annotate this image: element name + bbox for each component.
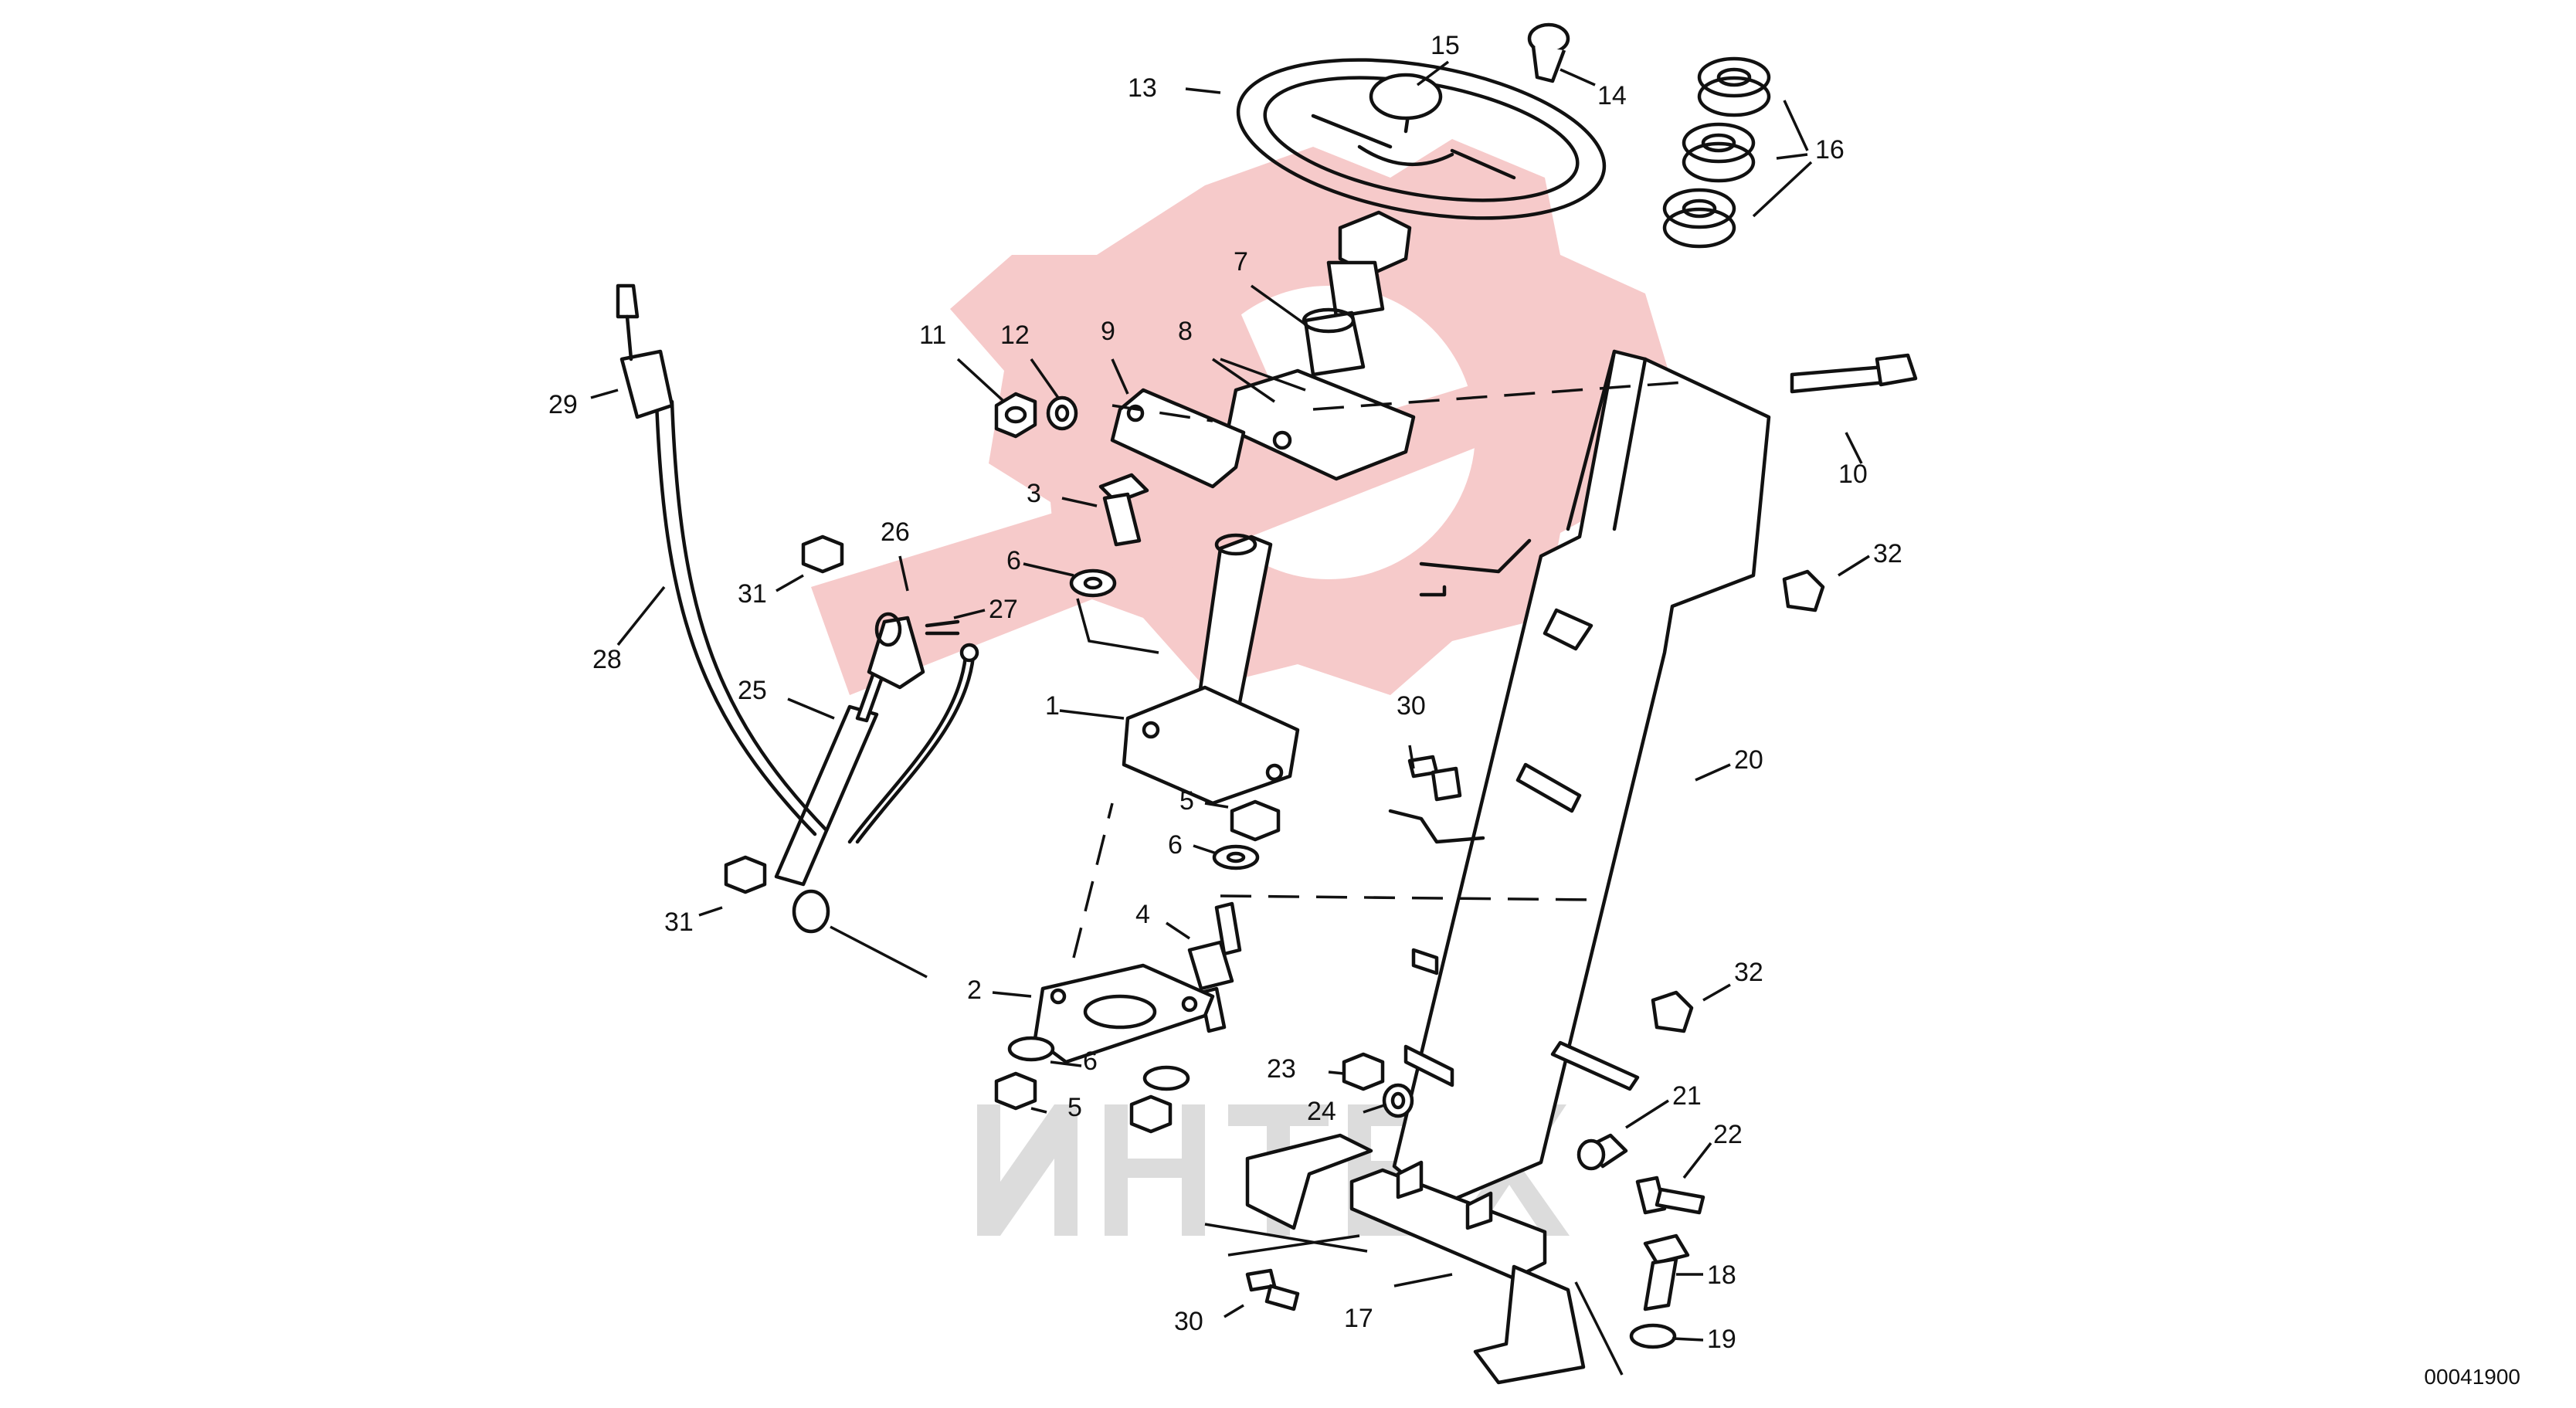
bolt-30-lower: [1245, 1268, 1300, 1311]
callout-28: 28: [592, 645, 622, 674]
callout-14: 14: [1597, 81, 1627, 110]
clip-32-upper: [1782, 569, 1825, 612]
shaft-coupling: [1302, 210, 1412, 377]
main-frame: [1388, 349, 1771, 1207]
callout-8: 8: [1178, 317, 1193, 346]
washer-6-upper: [1069, 568, 1117, 598]
mount-bracket: [1245, 1133, 1586, 1385]
callout-9: 9: [1101, 317, 1115, 346]
nuts-5-lower: [994, 1071, 1173, 1134]
callout-21: 21: [1672, 1081, 1702, 1111]
strap-plate: [1110, 388, 1246, 489]
drawing-code: 00041900: [2424, 1365, 2520, 1389]
callout-26: 26: [881, 517, 910, 547]
leader-lines: [590, 60, 1870, 1376]
nut-23: [1342, 1052, 1385, 1091]
callout-6-mid: 6: [1168, 830, 1183, 860]
callout-27: 27: [989, 595, 1018, 624]
callout-17: 17: [1344, 1304, 1373, 1333]
callout-12: 12: [1000, 321, 1030, 350]
clip-32-lower: [1651, 990, 1694, 1033]
washer-12: [1046, 395, 1078, 431]
bolt-3: [1098, 473, 1149, 547]
assembly-lines: [1072, 381, 1685, 958]
nut-31-upper: [801, 534, 844, 574]
bolt-10: [1790, 353, 1918, 394]
base-plate: [1033, 963, 1215, 1064]
gas-spring: [774, 662, 888, 934]
washer-24: [1382, 1083, 1414, 1118]
callout-30-lower: 30: [1174, 1307, 1203, 1336]
callout-10: 10: [1838, 460, 1868, 489]
pin-27: [925, 619, 960, 636]
callout-11: 11: [919, 321, 946, 350]
callout-5-lower: 5: [1067, 1093, 1082, 1122]
callout-20: 20: [1734, 745, 1763, 775]
bushing-21: [1576, 1133, 1628, 1171]
bushing-rings: [1662, 56, 1771, 249]
callout-5-upper: 5: [1179, 786, 1194, 816]
bolt-18: [1643, 1233, 1690, 1311]
callout-3: 3: [1027, 479, 1041, 508]
callout-31-upper: 31: [738, 579, 767, 609]
bolt-30-upper: [1407, 755, 1462, 802]
callout-23: 23: [1267, 1054, 1296, 1084]
callout-6-lower: 6: [1083, 1047, 1098, 1076]
callout-6-upper: 6: [1006, 546, 1021, 575]
callout-18: 18: [1707, 1260, 1736, 1290]
clevis-26: [867, 612, 925, 690]
callout-32-lower: 32: [1734, 958, 1763, 987]
callout-4: 4: [1135, 900, 1150, 929]
callout-29: 29: [548, 390, 578, 419]
washer-6-mid: [1212, 844, 1260, 870]
callout-22: 22: [1713, 1120, 1743, 1149]
callout-24: 24: [1307, 1097, 1336, 1126]
nut-11: [994, 392, 1037, 439]
callout-31-lower: 31: [664, 908, 694, 937]
callout-15: 15: [1431, 31, 1460, 60]
wheel-knob: [1527, 22, 1570, 83]
washers-6-lower: [1007, 1036, 1190, 1091]
nut-31-lower: [724, 855, 767, 894]
steering-column: [1122, 533, 1300, 806]
callout-7: 7: [1234, 247, 1248, 277]
callout-25: 25: [738, 676, 767, 705]
callout-16: 16: [1815, 135, 1845, 165]
callout-2: 2: [967, 975, 982, 1005]
nut-5-upper: [1230, 799, 1281, 842]
callout-19: 19: [1707, 1325, 1736, 1354]
steering-wheel: [1236, 58, 1607, 220]
release-cable: [654, 399, 979, 844]
cable-grip: [616, 283, 674, 419]
bolt-22: [1635, 1176, 1705, 1215]
callout-30-upper: 30: [1397, 691, 1426, 721]
callout-labels: 1 2 3 4 5 5 6 6 6 7 8 9 10 11 12 13 14 1…: [548, 31, 1902, 1354]
washer-19: [1629, 1323, 1677, 1349]
callout-32-upper: 32: [1873, 539, 1902, 568]
callout-1: 1: [1045, 691, 1060, 721]
callout-13: 13: [1128, 73, 1157, 103]
